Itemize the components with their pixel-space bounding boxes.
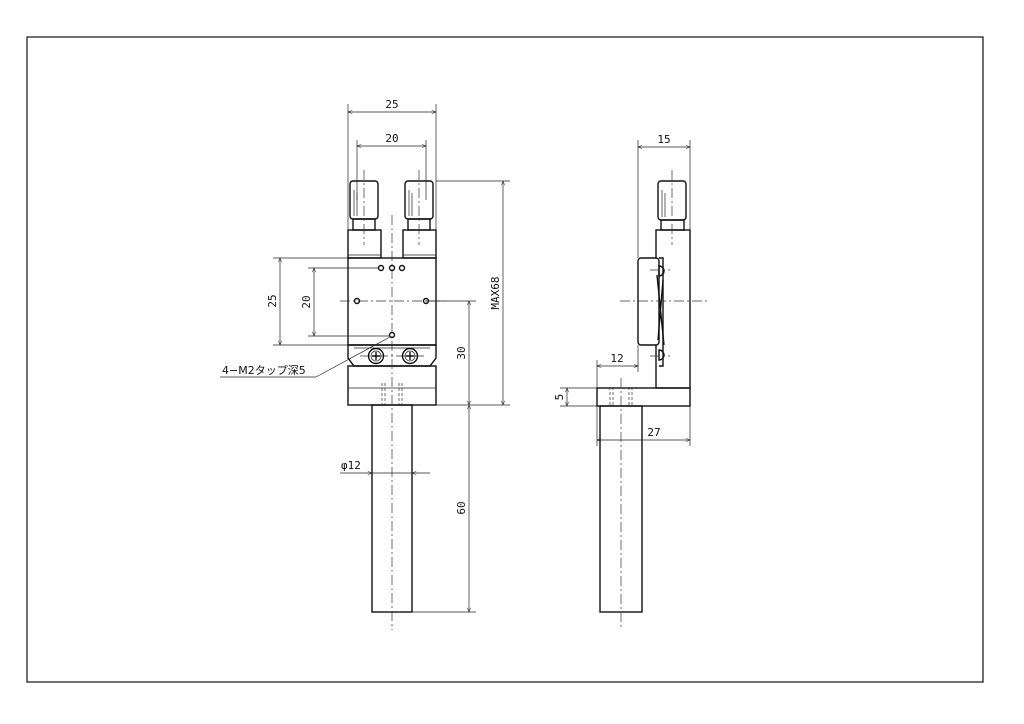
dim-base-thickness: 5 [553,394,566,401]
dim-side-depth: 15 [657,133,670,146]
tap-note: 4−M2タップ深5 [222,364,306,377]
tap-holes [353,264,430,339]
dim-post-diameter: φ12 [341,459,361,472]
dim-max-height: MAX68 [489,276,502,309]
front-view: 25 20 MAX68 30 60 25 20 φ12 4−M2タップ深5 [220,98,510,630]
dim-center-height: 30 [455,346,468,359]
mirror-plate [637,257,660,346]
dim-front-width: 25 [385,98,398,111]
dim-side-offset: 12 [610,352,623,365]
screw-right [401,347,419,365]
dim-post-length: 60 [455,501,468,514]
screw-left [367,347,385,365]
dim-knob-pitch: 20 [385,132,398,145]
drawing-frame [26,36,984,683]
dim-base-length: 27 [647,426,660,439]
side-base [596,387,691,407]
dim-hole-span-outer: 25 [266,294,279,307]
dim-hole-span-inner: 20 [300,295,313,308]
side-view: 15 12 5 27 [553,133,708,630]
